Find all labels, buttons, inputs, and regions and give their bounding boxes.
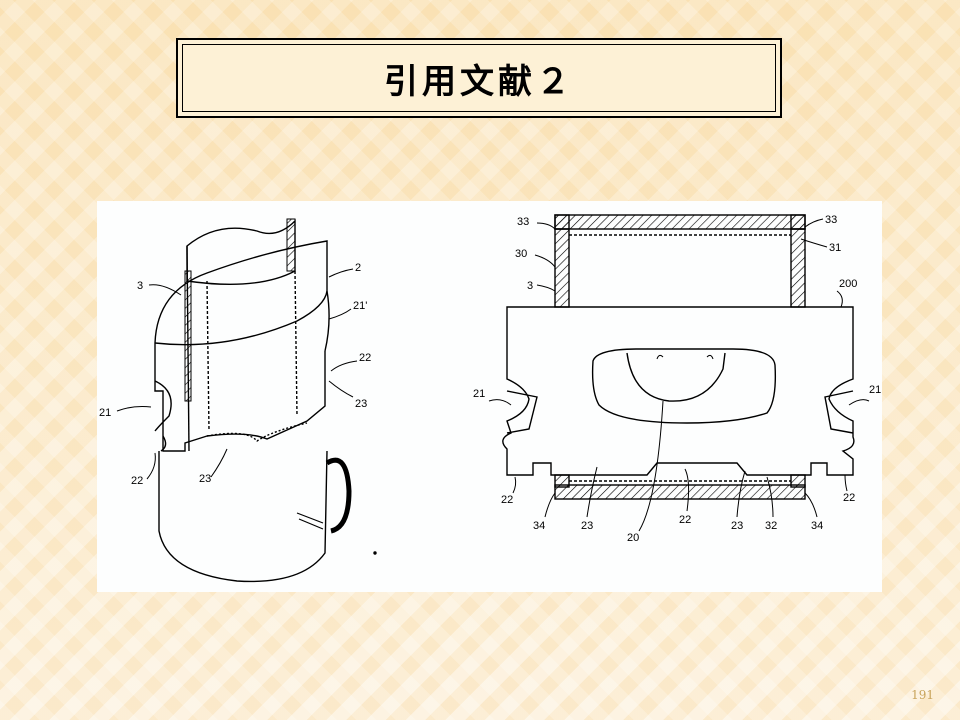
right-section-drawing bbox=[502, 214, 855, 500]
label-22-bottom: 22 bbox=[131, 475, 143, 487]
label-32: 32 bbox=[765, 520, 777, 532]
label-21-right: 21 bbox=[869, 384, 881, 396]
cylinder-body bbox=[158, 450, 328, 583]
label-2: 2 bbox=[355, 262, 361, 274]
label-22-middle: 22 bbox=[679, 514, 691, 526]
label-33-left: 33 bbox=[517, 216, 529, 228]
notch-21 bbox=[154, 380, 172, 432]
label-23-right: 23 bbox=[355, 398, 367, 410]
left-callout-lines bbox=[116, 268, 358, 480]
sleeve-outline bbox=[154, 343, 326, 452]
label-21-left: 21 bbox=[473, 388, 485, 400]
label-22-right: 22 bbox=[843, 492, 855, 504]
label-200: 200 bbox=[839, 278, 857, 290]
label-22-left: 22 bbox=[501, 494, 513, 506]
notch-21-left bbox=[506, 390, 538, 434]
left-wall bbox=[554, 228, 570, 308]
top-lid bbox=[554, 214, 806, 230]
label-3: 3 bbox=[137, 280, 143, 292]
label-3-right: 3 bbox=[527, 280, 533, 292]
left-perspective-drawing bbox=[154, 218, 377, 583]
patent-drawings: 3 2 21' 22 23 21 22 23 bbox=[99, 214, 881, 583]
right-wall bbox=[790, 228, 806, 308]
label-23-a: 23 bbox=[581, 520, 593, 532]
title-box: 引用文献２ bbox=[176, 38, 782, 118]
bottom-plate bbox=[554, 484, 806, 500]
label-31: 31 bbox=[829, 242, 841, 254]
label-34-right: 34 bbox=[811, 520, 823, 532]
slide-title: 引用文献２ bbox=[384, 61, 574, 102]
inner-tube bbox=[186, 219, 296, 286]
label-21-prime: 21' bbox=[353, 300, 367, 312]
cup-handle bbox=[325, 457, 352, 534]
label-20: 20 bbox=[627, 532, 639, 544]
patent-figure-panel: 3 2 21' 22 23 21 22 23 bbox=[97, 201, 882, 592]
label-23-bottom: 23 bbox=[199, 473, 211, 485]
notch-21-right bbox=[824, 390, 854, 434]
label-22-right: 22 bbox=[359, 352, 371, 364]
label-23-b: 23 bbox=[731, 520, 743, 532]
central-window bbox=[591, 348, 777, 424]
label-21: 21 bbox=[99, 407, 111, 419]
title-inner-frame: 引用文献２ bbox=[182, 44, 776, 112]
sleeve-top-edge bbox=[154, 240, 330, 352]
label-33-right: 33 bbox=[825, 214, 837, 226]
right-callout-lines bbox=[488, 218, 870, 532]
label-30: 30 bbox=[515, 248, 527, 260]
body-200 bbox=[502, 306, 855, 476]
page-number: 191 bbox=[911, 688, 934, 702]
label-34-left: 34 bbox=[533, 520, 545, 532]
